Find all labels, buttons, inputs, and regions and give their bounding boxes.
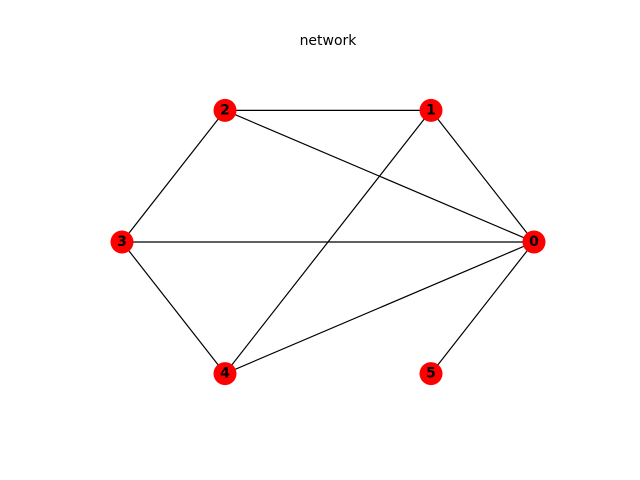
node-layer: 0 1 2 3 4 5 xyxy=(110,98,546,386)
edge-0-5 xyxy=(430,241,535,375)
node-label: 3 xyxy=(117,234,127,250)
node-label: 0 xyxy=(529,234,539,250)
edge-3-4 xyxy=(121,241,226,375)
node-circle xyxy=(110,230,134,254)
node-4: 4 xyxy=(213,362,237,386)
node-0: 0 xyxy=(522,230,546,254)
edge-1-4 xyxy=(224,109,432,375)
node-5: 5 xyxy=(419,362,443,386)
edge-0-4 xyxy=(224,241,535,375)
node-3: 3 xyxy=(110,230,134,254)
diagram-title: network xyxy=(299,33,357,49)
node-label: 1 xyxy=(426,102,436,118)
node-label: 4 xyxy=(220,366,230,382)
node-circle xyxy=(522,230,546,254)
edge-0-1 xyxy=(430,109,535,243)
node-label: 5 xyxy=(426,366,436,382)
node-circle xyxy=(213,98,237,122)
node-label: 2 xyxy=(220,102,230,118)
node-circle xyxy=(213,362,237,386)
node-1: 1 xyxy=(419,98,443,122)
node-circle xyxy=(419,362,443,386)
edge-2-3 xyxy=(121,109,226,243)
node-circle xyxy=(419,98,443,122)
edge-layer xyxy=(121,109,535,375)
node-2: 2 xyxy=(213,98,237,122)
